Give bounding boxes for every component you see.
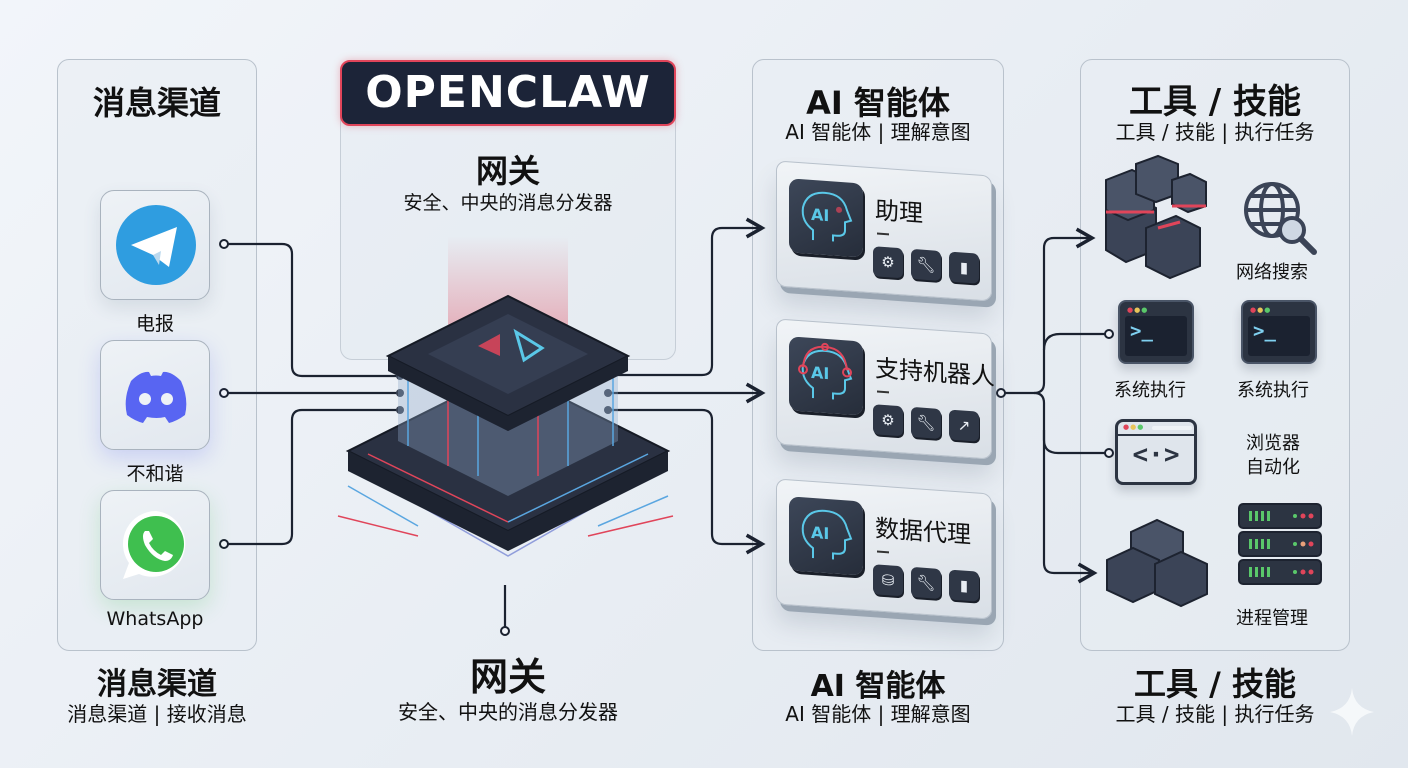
connector-telegram	[224, 242, 400, 378]
window-dots-icon: ●●●	[1127, 306, 1149, 314]
prompt-glyph: >_	[1253, 320, 1276, 342]
ai-headset-icon: AI	[789, 336, 863, 416]
gear-icon[interactable]: ⚙	[873, 246, 903, 279]
connector-agent-data	[608, 408, 766, 555]
agent-name-data: 数据代理	[875, 514, 971, 550]
globe-search-icon	[1244, 182, 1317, 255]
divider	[1118, 434, 1194, 436]
tool-label-exec-1: 系统执行	[1114, 380, 1186, 401]
channels-footer-subtitle: 消息渠道 | 接收消息	[67, 702, 247, 726]
tool-label-process: 进程管理	[1236, 608, 1308, 629]
agents-panel-title: AI 智能体	[806, 84, 950, 122]
channel-telegram-label: 电报	[135, 313, 174, 335]
channels-panel-title: 消息渠道	[92, 84, 221, 122]
browser-code-icon: <·>	[1132, 440, 1180, 470]
tool-browser[interactable]: ●●● <·>	[1115, 419, 1197, 485]
agent-name-assistant: 助理	[875, 196, 923, 228]
whatsapp-icon	[122, 511, 186, 579]
discord-icon	[125, 371, 187, 423]
channel-whatsapp[interactable]	[100, 490, 210, 600]
agent-card-data[interactable]: AI 数据代理 ⛁ 🔧︎ ▮	[776, 478, 992, 620]
agents-panel-subtitle: AI 智能体 | 理解意图	[785, 120, 971, 144]
connector-whatsapp	[224, 408, 400, 546]
server-rack-icon	[1238, 503, 1322, 585]
connector-support-tools	[1001, 227, 1096, 395]
gateway-footer-title: 网关	[469, 655, 546, 699]
cubes-cluster-icon	[1105, 154, 1207, 280]
divider	[877, 550, 889, 554]
brand-title: OPENCLAW	[365, 67, 651, 118]
svg-text:AI: AI	[811, 523, 829, 543]
tool-label-web-search: 网络搜索	[1236, 262, 1308, 283]
svg-text:AI: AI	[811, 363, 829, 383]
trend-up-icon[interactable]: ↗	[949, 409, 979, 442]
tool-terminal-2[interactable]: ●●● >_	[1241, 300, 1317, 364]
divider	[877, 232, 889, 236]
ai-head-icon: AI	[789, 496, 863, 576]
brand-badge: OPENCLAW	[340, 60, 676, 126]
database-gear-icon[interactable]: ⛁	[873, 564, 903, 597]
sparkle-icon	[1330, 688, 1374, 736]
channel-telegram[interactable]	[100, 190, 210, 300]
ai-head-icon: AI	[789, 178, 863, 258]
prompt-glyph: >_	[1130, 320, 1153, 342]
wrench-icon[interactable]: 🔧︎	[911, 248, 941, 281]
telegram-icon	[116, 205, 196, 285]
terminal-icon	[1125, 316, 1187, 356]
terminal-icon	[1248, 316, 1310, 356]
channel-discord-label: 不和谐	[126, 463, 184, 485]
channel-discord[interactable]	[100, 340, 210, 450]
bar-chart-icon[interactable]: ▮	[949, 251, 979, 284]
agent-name-support: 支持机器人	[875, 354, 995, 391]
window-dots-icon: ●●●	[1250, 306, 1272, 314]
gateway-footer-subtitle: 安全、中央的消息分发器	[398, 700, 618, 724]
tool-label-exec-2: 系统执行	[1237, 380, 1309, 401]
address-bar	[1152, 426, 1192, 430]
tool-label-browser: 浏览器 自动化	[1246, 433, 1300, 478]
wrench-icon[interactable]: 🔧︎	[911, 566, 941, 599]
gateway-server-icon	[337, 236, 674, 557]
agents-footer-subtitle: AI 智能体 | 理解意图	[785, 702, 971, 726]
svg-text:AI: AI	[811, 205, 829, 225]
agent-card-assistant[interactable]: AI 助理 ⚙ 🔧︎ ▮	[776, 160, 992, 302]
window-dots-icon: ●●●	[1123, 423, 1145, 431]
agent-card-support[interactable]: AI 支持机器人 ⚙ 🔧︎ ↗	[776, 318, 995, 460]
connector-agent-assistant	[608, 217, 766, 377]
gateway-subtitle: 安全、中央的消息分发器	[403, 192, 613, 214]
gateway-title: 网关	[475, 152, 540, 190]
channels-footer-title: 消息渠道	[97, 667, 217, 702]
wrench-icon[interactable]: 🔧︎	[911, 406, 941, 439]
channel-whatsapp-label: WhatsApp	[106, 608, 204, 630]
gear-icon[interactable]: ⚙	[873, 404, 903, 437]
tool-terminal-1[interactable]: ●●● >_	[1118, 300, 1194, 364]
tools-footer-subtitle: 工具 / 技能 | 执行任务	[1115, 702, 1315, 726]
tools-footer-title: 工具 / 技能	[1134, 665, 1296, 703]
agents-footer-title: AI 智能体	[810, 669, 946, 704]
tools-panel-subtitle: 工具 / 技能 | 执行任务	[1115, 120, 1315, 144]
bar-chart-icon[interactable]: ▮	[949, 569, 979, 602]
tools-panel-title: 工具 / 技能	[1128, 82, 1302, 122]
cubes-stack-icon	[1106, 518, 1208, 608]
divider	[877, 390, 889, 394]
